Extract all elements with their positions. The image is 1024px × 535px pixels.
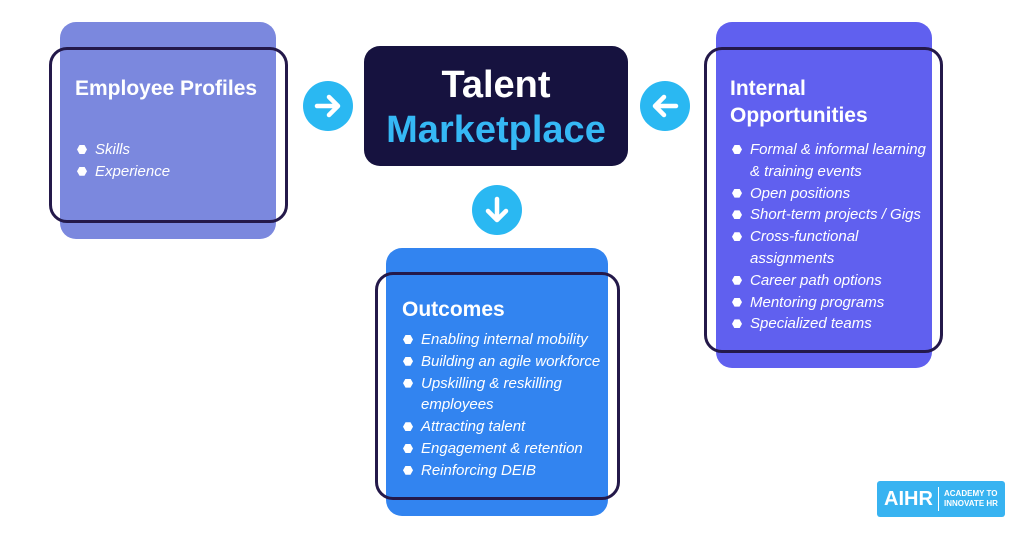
list-item: Enabling internal mobility: [403, 329, 613, 351]
outcomes-frame: [375, 272, 620, 500]
list-item: Formal & informal learning & training ev…: [732, 139, 932, 183]
internal-opportunities-frame: [704, 47, 943, 353]
employee-profiles-frame: [49, 47, 288, 223]
center-title-line2: Marketplace: [386, 109, 606, 151]
list-item: Open positions: [732, 183, 932, 205]
aihr-logo: AIHR ACADEMY TO INNOVATE HR: [877, 481, 1005, 517]
center-title-line1: Talent: [441, 64, 551, 106]
list-item: Experience: [77, 161, 267, 183]
list-item: Specialized teams: [732, 313, 932, 335]
employee-profiles-title: Employee Profiles: [75, 77, 258, 100]
list-item: Skills: [77, 139, 267, 161]
logo-tagline: ACADEMY TO INNOVATE HR: [944, 489, 998, 508]
arrow-left-icon: [640, 81, 690, 131]
list-item: Short-term projects / Gigs: [732, 204, 932, 226]
list-item: Career path options: [732, 270, 932, 292]
logo-wordmark: AIHR: [884, 488, 933, 510]
list-item: Reinforcing DEIB: [403, 460, 613, 482]
employee-profiles-list: Skills Experience: [77, 139, 267, 183]
employee-profiles-card: [60, 22, 276, 239]
list-item: Building an agile workforce: [403, 351, 613, 373]
internal-opportunities-title: Internal Opportunities: [730, 77, 868, 127]
list-item: Cross-functional assignments: [732, 226, 932, 270]
outcomes-list: Enabling internal mobility Building an a…: [403, 329, 613, 482]
list-item: Attracting talent: [403, 416, 613, 438]
outcomes-title: Outcomes: [402, 298, 505, 321]
internal-opportunities-list: Formal & informal learning & training ev…: [732, 139, 932, 335]
logo-divider: [938, 487, 939, 511]
list-item: Mentoring programs: [732, 292, 932, 314]
arrow-down-icon: [472, 185, 522, 235]
list-item: Upskilling & reskilling employees: [403, 373, 613, 417]
list-item: Engagement & retention: [403, 438, 613, 460]
talent-marketplace-box: Talent Marketplace: [364, 46, 628, 166]
arrow-right-icon: [303, 81, 353, 131]
